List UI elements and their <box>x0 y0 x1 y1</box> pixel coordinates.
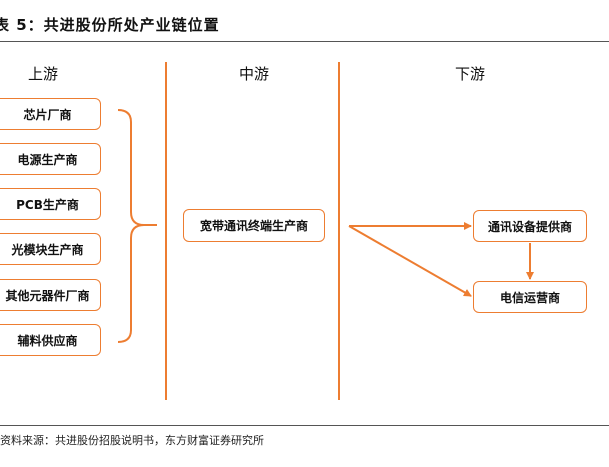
top-divider <box>0 41 609 42</box>
downstream-item-telecom-operator: 电信运营商 <box>473 281 587 313</box>
upstream-item-power-supply-maker: 电源生产商 <box>0 143 101 175</box>
bottom-divider <box>0 425 609 426</box>
upstream-item-pcb-maker: PCB生产商 <box>0 188 101 220</box>
source-note: 资料来源：共进股份招股说明书，东方财富证券研究所 <box>0 434 264 447</box>
midstream-to-telecom-arrow <box>348 225 472 297</box>
downstream-heading: 下游 <box>454 65 486 83</box>
upstream-item-other-components-maker: 其他元器件厂商 <box>0 279 101 311</box>
upstream-brace <box>117 109 145 343</box>
stage-divider-right <box>338 62 340 400</box>
upstream-item-optical-module-maker: 光模块生产商 <box>0 233 101 265</box>
midstream-item-broadband-terminal-maker: 宽带通讯终端生产商 <box>183 209 325 242</box>
upstream-item-chip-maker: 芯片厂商 <box>0 98 101 130</box>
stage-divider-left <box>165 62 167 400</box>
upstream-item-auxiliary-materials-supplier: 辅料供应商 <box>0 324 101 356</box>
downstream-item-equipment-provider: 通讯设备提供商 <box>473 210 587 242</box>
midstream-heading: 中游 <box>238 65 270 83</box>
upstream-heading: 上游 <box>27 65 59 83</box>
figure-title: 表 5：共进股份所处产业链位置 <box>0 16 220 34</box>
